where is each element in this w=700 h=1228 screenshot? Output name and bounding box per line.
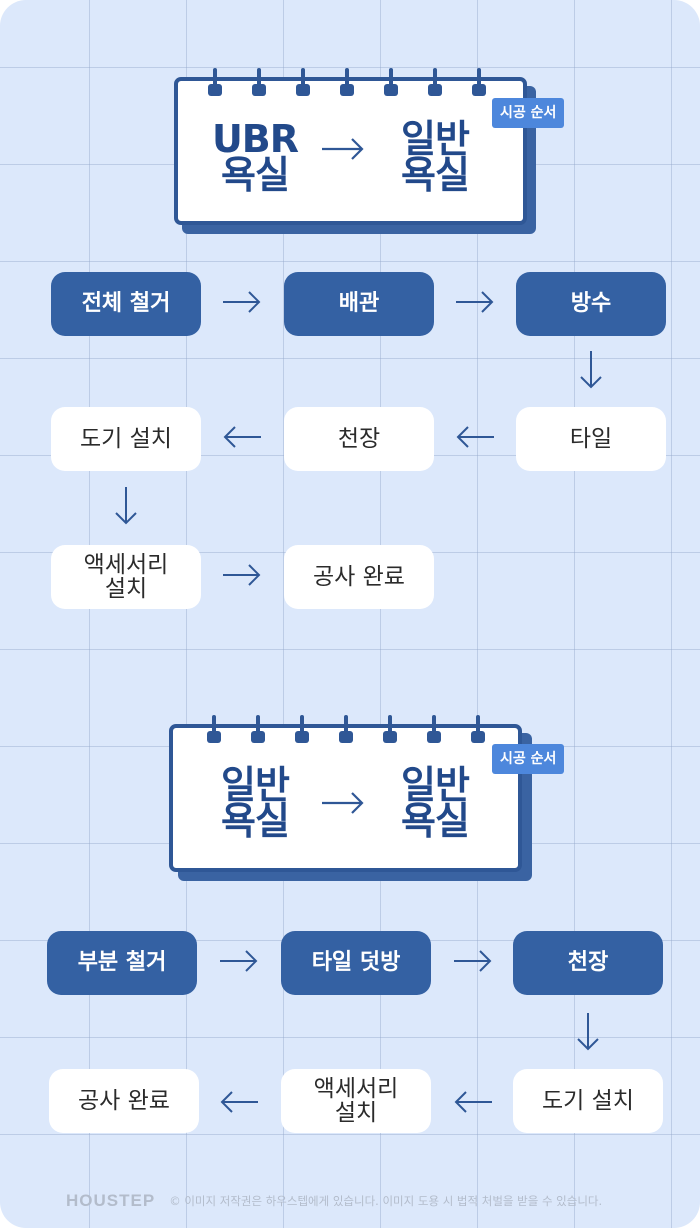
step-complete: 공사 완료	[284, 545, 434, 609]
right-arrow-icon	[456, 291, 494, 313]
step-toilet-install: 도기 설치	[513, 1069, 663, 1133]
left-arrow-icon	[456, 426, 494, 448]
left-arrow-icon	[223, 426, 261, 448]
binder-ring-icon	[428, 68, 442, 98]
right-arrow-icon	[322, 792, 364, 814]
step-ceiling: 천장	[284, 407, 434, 471]
footer: HOUSTEP © 이미지 저작권은 하우스텝에게 있습니다. 이미지 도용 시…	[66, 1190, 602, 1212]
to-bathroom-label: 일반 욕실	[401, 763, 470, 843]
right-arrow-icon	[454, 950, 492, 972]
binder-ring-icon	[208, 68, 222, 98]
step-ceiling: 천장	[513, 931, 663, 995]
left-arrow-icon	[220, 1091, 258, 1113]
step-piping: 배관	[284, 272, 434, 336]
binder-ring-icon	[295, 715, 309, 745]
binder-ring-icon	[296, 68, 310, 98]
binder-ring-icon	[339, 715, 353, 745]
binder-ring-icon	[472, 68, 486, 98]
binder-ring-icon	[207, 715, 221, 745]
calendar-card	[174, 77, 527, 225]
right-arrow-icon	[322, 138, 364, 160]
step-accessory-install: 액세서리 설치	[51, 545, 201, 609]
step-complete: 공사 완료	[49, 1069, 199, 1133]
right-arrow-icon	[223, 291, 261, 313]
step-tile: 타일	[516, 407, 666, 471]
calendar-card	[169, 724, 522, 872]
binder-ring-icon	[340, 68, 354, 98]
down-arrow-icon	[115, 487, 137, 525]
step-waterproofing: 방수	[516, 272, 666, 336]
from-bathroom-label: UBR 욕실	[211, 117, 299, 197]
binder-ring-icon	[383, 715, 397, 745]
to-bathroom-label: 일반 욕실	[401, 117, 470, 197]
binder-ring-icon	[471, 715, 485, 745]
left-arrow-icon	[454, 1091, 492, 1113]
construction-order-tag: 시공 순서	[492, 98, 565, 128]
step-toilet-install: 도기 설치	[51, 407, 201, 471]
down-arrow-icon	[577, 1013, 599, 1051]
step-partial-demolition: 부분 철거	[47, 931, 197, 995]
step-accessory-install: 액세서리 설치	[281, 1069, 431, 1133]
right-arrow-icon	[220, 950, 258, 972]
from-bathroom-label: 일반 욕실	[221, 763, 290, 843]
binder-ring-icon	[251, 715, 265, 745]
construction-order-tag: 시공 순서	[492, 744, 565, 774]
houstep-logo: HOUSTEP	[66, 1191, 156, 1210]
binder-ring-icon	[252, 68, 266, 98]
step-tile-overlay: 타일 덧방	[281, 931, 431, 995]
binder-ring-icon	[427, 715, 441, 745]
down-arrow-icon	[580, 351, 602, 389]
copyright-notice: © 이미지 저작권은 하우스텝에게 있습니다. 이미지 도용 시 법적 처벌을 …	[169, 1194, 603, 1208]
step-full-demolition: 전체 철거	[51, 272, 201, 336]
binder-ring-icon	[384, 68, 398, 98]
right-arrow-icon	[223, 564, 261, 586]
